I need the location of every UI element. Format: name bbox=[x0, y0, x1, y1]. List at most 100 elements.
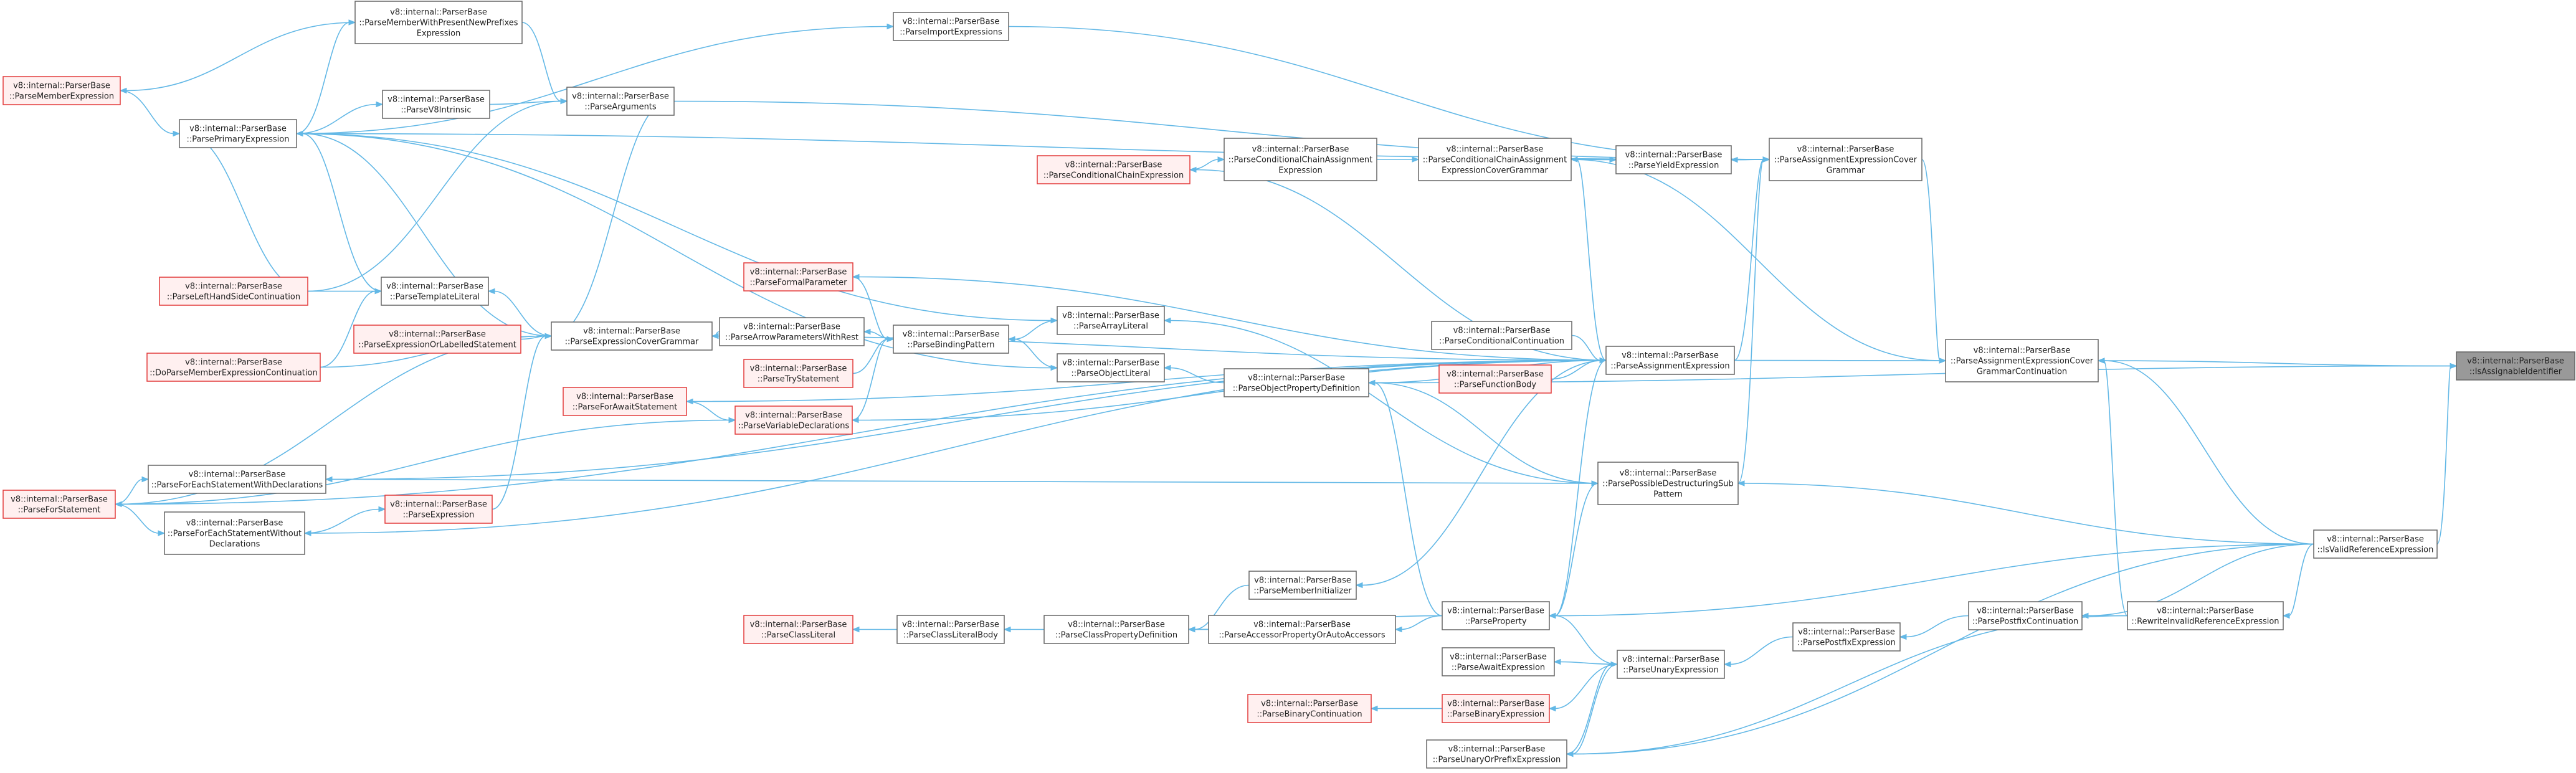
node-parse-member-initializer[interactable]: v8::internal::ParserBase::ParseMemberIni… bbox=[1248, 571, 1357, 600]
node-parse-unary-expression[interactable]: v8::internal::ParserBase::ParseUnaryExpr… bbox=[1617, 650, 1725, 679]
edge-parse-accessor-property-or-auto-accessors-to-parse-class-property-definition bbox=[1187, 626, 1209, 633]
node-do-parse-member-expression-continuation[interactable]: v8::internal::ParserBase::DoParseMemberE… bbox=[146, 353, 321, 382]
node-box bbox=[743, 615, 853, 644]
node-rewrite-invalid-reference-expression[interactable]: v8::internal::ParserBase::RewriteInvalid… bbox=[2127, 601, 2284, 630]
node-parse-property[interactable]: v8::internal::ParserBase::ParseProperty bbox=[1442, 601, 1550, 630]
node-parse-member-with-present-new-prefixes-expression[interactable]: v8::internal::ParserBase::ParseMemberWit… bbox=[354, 1, 523, 44]
node-label-line: v8::internal::ParserBase bbox=[1622, 655, 1719, 665]
node-parse-class-literal[interactable]: v8::internal::ParserBase::ParseClassLite… bbox=[743, 615, 853, 644]
node-label-line: v8::internal::ParserBase bbox=[1625, 151, 1723, 160]
node-is-assignable-identifier[interactable]: v8::internal::ParserBase::IsAssignableId… bbox=[2456, 351, 2575, 381]
edge-parse-conditional-chain-assignment-expression-to-parse-conditional-chain-assignment-expression-cover-grammar bbox=[1376, 156, 1420, 163]
node-parse-postfix-expression[interactable]: v8::internal::ParserBase::ParsePostfixEx… bbox=[1792, 622, 1901, 652]
node-parse-for-each-statement-without-declarations[interactable]: v8::internal::ParserBase::ParseForEachSt… bbox=[164, 511, 305, 555]
node-parse-expression-cover-grammar[interactable]: v8::internal::ParserBase::ParseExpressio… bbox=[551, 321, 713, 351]
node-label-line: ::ParseUnaryExpression bbox=[1623, 666, 1718, 675]
node-label-line: v8::internal::ParserBase bbox=[1974, 346, 2071, 356]
node-parse-primary-expression[interactable]: v8::internal::ParserBase::ParsePrimaryEx… bbox=[179, 119, 297, 148]
node-label-line: GrammarContinuation bbox=[1977, 368, 2067, 377]
node-label-line: ::ParseAwaitExpression bbox=[1452, 663, 1545, 673]
node-parse-unary-or-prefix-expression[interactable]: v8::internal::ParserBase::ParseUnaryOrPr… bbox=[1426, 739, 1567, 769]
node-parse-v8-intrinsic[interactable]: v8::internal::ParserBase::ParseV8Intrins… bbox=[382, 90, 490, 119]
node-parse-formal-parameter[interactable]: v8::internal::ParserBase::ParseFormalPar… bbox=[743, 262, 853, 292]
node-label-line: v8::internal::ParserBase bbox=[903, 330, 1000, 339]
node-parse-import-expressions[interactable]: v8::internal::ParserBase::ParseImportExp… bbox=[893, 12, 1009, 41]
edge-parse-assignment-expression-to-parse-assignment-expression-cover-grammar bbox=[1734, 156, 1770, 361]
node-parse-object-literal[interactable]: v8::internal::ParserBase::ParseObjectLit… bbox=[1057, 353, 1165, 382]
node-parse-conditional-continuation[interactable]: v8::internal::ParserBase::ParseCondition… bbox=[1431, 321, 1572, 350]
node-parse-assignment-expression-cover-grammar-continuation[interactable]: v8::internal::ParserBase::ParseAssignmen… bbox=[1945, 339, 2099, 382]
node-parse-accessor-property-or-auto-accessors[interactable]: v8::internal::ParserBase::ParseAccessorP… bbox=[1208, 615, 1396, 644]
node-label-line: v8::internal::ParserBase bbox=[1797, 145, 1894, 154]
node-parse-member-expression[interactable]: v8::internal::ParserBase::ParseMemberExp… bbox=[2, 76, 121, 105]
node-parse-assignment-expression-cover-grammar[interactable]: v8::internal::ParserBase::ParseAssignmen… bbox=[1769, 138, 1922, 181]
node-parse-expression[interactable]: v8::internal::ParserBase::ParseExpressio… bbox=[384, 495, 493, 524]
node-parse-postfix-continuation[interactable]: v8::internal::ParserBase::ParsePostfixCo… bbox=[1968, 601, 2083, 630]
edge-parse-primary-expression-to-parse-import-expressions bbox=[296, 23, 895, 135]
node-box bbox=[381, 277, 489, 306]
node-label-line: v8::internal::ParserBase bbox=[189, 470, 286, 480]
node-box bbox=[1605, 346, 1735, 375]
node-label-line: ::ParseTryStatement bbox=[758, 375, 840, 384]
node-parse-conditional-chain-assignment-expression-cover-grammar[interactable]: v8::internal::ParserBase::ParseCondition… bbox=[1418, 138, 1572, 181]
node-box bbox=[354, 1, 523, 44]
node-parse-arrow-parameters-with-rest[interactable]: v8::internal::ParserBase::ParseArrowPara… bbox=[719, 317, 865, 346]
node-label-line: ::ParseAssignmentExpressionCover bbox=[1774, 156, 1918, 165]
node-parse-assignment-expression[interactable]: v8::internal::ParserBase::ParseAssignmen… bbox=[1605, 346, 1735, 375]
node-parse-await-expression[interactable]: v8::internal::ParserBase::ParseAwaitExpr… bbox=[1442, 647, 1555, 676]
edge-parse-postfix-continuation-to-parse-postfix-expression bbox=[1899, 615, 1969, 640]
node-box bbox=[563, 387, 687, 416]
node-parse-for-statement[interactable]: v8::internal::ParserBase::ParseForStatem… bbox=[2, 490, 116, 519]
node-parse-array-literal[interactable]: v8::internal::ParserBase::ParseArrayLite… bbox=[1057, 306, 1165, 335]
node-parse-binary-continuation[interactable]: v8::internal::ParserBase::ParseBinaryCon… bbox=[1247, 694, 1372, 723]
edge-parse-property-to-parse-accessor-property-or-auto-accessors bbox=[1394, 615, 1443, 633]
node-parse-function-body[interactable]: v8::internal::ParserBase::ParseFunctionB… bbox=[1438, 364, 1552, 394]
node-label-line: ::ParseMemberExpression bbox=[9, 92, 114, 102]
node-parse-arguments[interactable]: v8::internal::ParserBase::ParseArguments bbox=[566, 87, 675, 116]
node-box bbox=[1426, 739, 1567, 769]
node-parse-template-literal[interactable]: v8::internal::ParserBase::ParseTemplateL… bbox=[381, 277, 489, 306]
node-label-line: v8::internal::ParserBase bbox=[1065, 161, 1162, 170]
node-label-line: v8::internal::ParserBase bbox=[1622, 351, 1719, 361]
node-box bbox=[1945, 339, 2099, 382]
node-box bbox=[353, 325, 521, 354]
node-label-line: v8::internal::ParserBase bbox=[1062, 359, 1159, 368]
node-label-line: ::ParseMemberInitializer bbox=[1253, 587, 1352, 596]
node-label-line: ::ParseUnaryOrPrefixExpression bbox=[1433, 756, 1561, 765]
edge-parse-primary-expression-to-parse-member-with-present-new-prefixes-expression bbox=[296, 19, 356, 135]
node-parse-class-literal-body[interactable]: v8::internal::ParserBase::ParseClassLite… bbox=[896, 615, 1005, 644]
node-label-line: v8::internal::ParserBase bbox=[189, 125, 287, 134]
node-parse-left-hand-side-continuation[interactable]: v8::internal::ParserBase::ParseLeftHandS… bbox=[159, 277, 308, 306]
node-parse-conditional-chain-assignment-expression[interactable]: v8::internal::ParserBase::ParseCondition… bbox=[1224, 138, 1377, 181]
node-parse-try-statement[interactable]: v8::internal::ParserBase::ParseTryStatem… bbox=[743, 359, 853, 388]
node-is-valid-reference-expression[interactable]: v8::internal::ParserBase::IsValidReferen… bbox=[2313, 529, 2438, 559]
edge-is-valid-reference-expression-to-rewrite-invalid-reference-expression bbox=[2282, 543, 2314, 619]
node-parse-for-await-statement[interactable]: v8::internal::ParserBase::ParseForAwaitS… bbox=[563, 387, 687, 416]
node-label-line: ::ParseAccessorPropertyOrAutoAccessors bbox=[1219, 631, 1385, 640]
node-parse-object-property-definition[interactable]: v8::internal::ParserBase::ParseObjectPro… bbox=[1224, 368, 1369, 397]
edge-parse-left-hand-side-continuation-to-parse-arguments bbox=[307, 98, 568, 292]
node-parse-binding-pattern[interactable]: v8::internal::ParserBase::ParseBindingPa… bbox=[893, 325, 1009, 354]
node-label-line: ::ParseForEachStatementWithDeclarations bbox=[151, 481, 323, 490]
node-box bbox=[743, 262, 853, 292]
node-label-line: ::ParseAssignmentExpression bbox=[1610, 362, 1729, 371]
node-parse-conditional-chain-expression[interactable]: v8::internal::ParserBase::ParseCondition… bbox=[1037, 155, 1191, 184]
node-box bbox=[1248, 571, 1357, 600]
edge-parse-primary-expression-to-parse-array-literal bbox=[296, 133, 1058, 324]
node-label-line: ::ParseFunctionBody bbox=[1454, 381, 1537, 390]
node-parse-possible-destructuring-sub-pattern[interactable]: v8::internal::ParserBase::ParsePossibleD… bbox=[1597, 462, 1739, 505]
node-label-line: ::ParseObjectPropertyDefinition bbox=[1233, 384, 1360, 394]
node-parse-variable-declarations[interactable]: v8::internal::ParserBase::ParseVariableD… bbox=[734, 405, 853, 435]
edge-parse-for-statement-to-parse-for-each-statement-with-declarations bbox=[115, 476, 150, 505]
node-parse-class-property-definition[interactable]: v8::internal::ParserBase::ParseClassProp… bbox=[1043, 615, 1189, 644]
node-parse-for-each-statement-with-declarations[interactable]: v8::internal::ParserBase::ParseForEachSt… bbox=[148, 465, 326, 494]
node-label-line: v8::internal::ParserBase bbox=[1261, 699, 1358, 709]
node-box bbox=[1597, 462, 1739, 505]
node-label-line: v8::internal::ParserBase bbox=[1447, 370, 1544, 379]
edge-parse-assignment-expression-to-parse-formal-parameter bbox=[852, 273, 1607, 361]
edge-parse-expression-cover-grammar-to-parse-template-literal bbox=[487, 288, 552, 337]
node-parse-expression-or-labelled-statement[interactable]: v8::internal::ParserBase::ParseExpressio… bbox=[353, 325, 521, 354]
node-box bbox=[1615, 145, 1732, 174]
node-parse-yield-expression[interactable]: v8::internal::ParserBase::ParseYieldExpr… bbox=[1615, 145, 1732, 174]
node-parse-binary-expression[interactable]: v8::internal::ParserBase::ParseBinaryExp… bbox=[1442, 694, 1550, 723]
